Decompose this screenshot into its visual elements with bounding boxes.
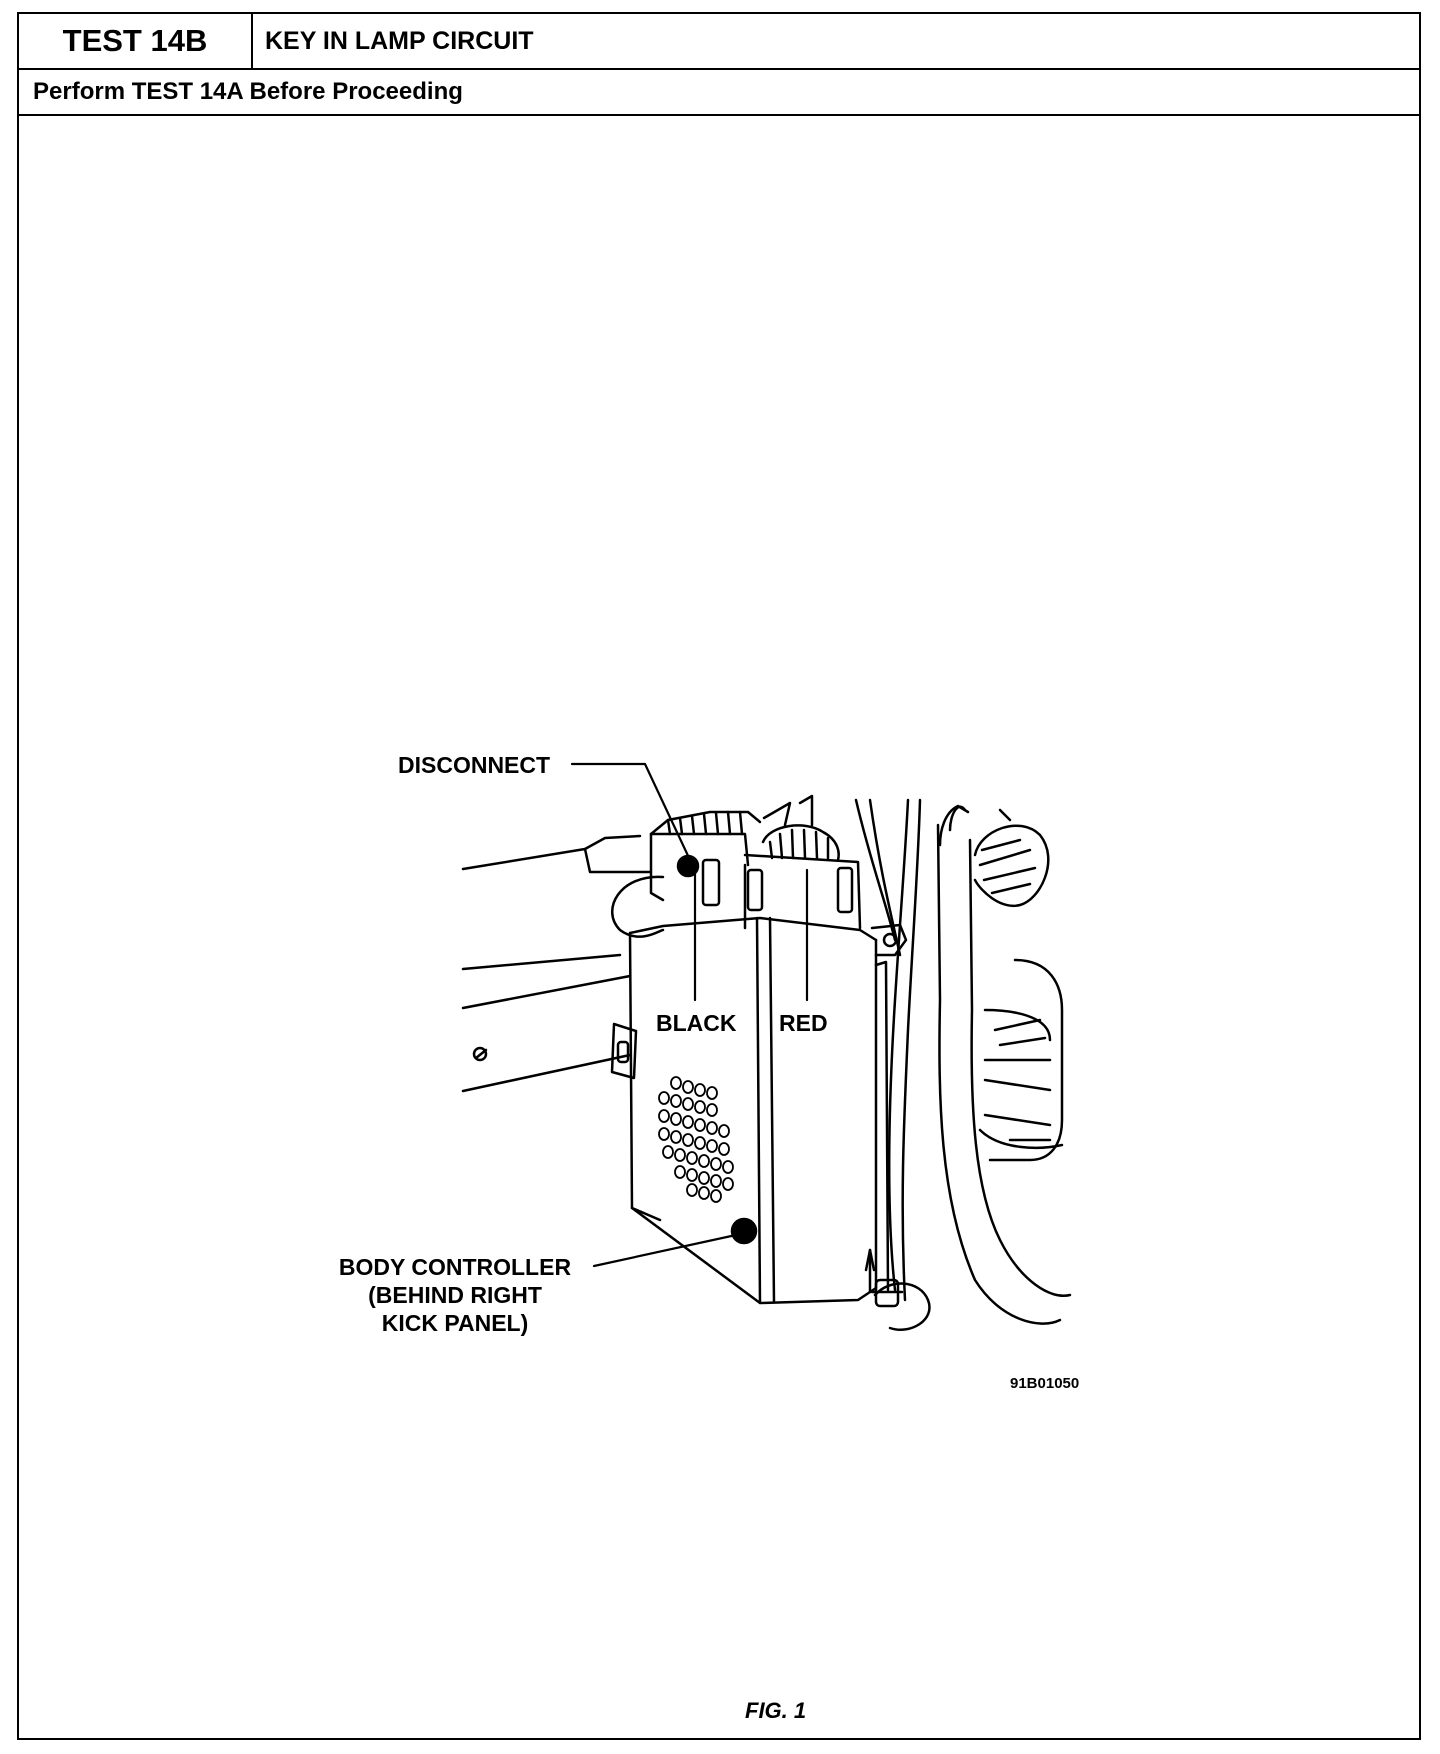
black-connector [649, 810, 762, 907]
disconnect-label: DISCONNECT [398, 752, 551, 778]
vent-holes [658, 1076, 734, 1203]
page-frame: TEST 14B KEY IN LAMP CIRCUIT Perform TES… [17, 12, 1421, 1740]
red-connector [743, 824, 862, 930]
test-title: KEY IN LAMP CIRCUIT [265, 26, 534, 55]
figure-code: 91B01050 [1010, 1375, 1080, 1392]
fastener-icon [472, 1046, 488, 1062]
test-id: TEST 14B [19, 14, 253, 68]
body-controller-label-line3: KICK PANEL) [381, 1310, 529, 1336]
red-connector-label: RED [779, 1010, 828, 1036]
mount-bracket [762, 794, 814, 827]
prerequisite-note: Perform TEST 14A Before Proceeding [19, 70, 1419, 116]
dash-panel [461, 834, 665, 1093]
body-controller-label-line1: BODY CONTROLLER [338, 1254, 572, 1280]
kick-panel [978, 958, 1064, 1162]
header-row: TEST 14B KEY IN LAMP CIRCUIT [19, 14, 1419, 70]
body-controller-module [628, 916, 931, 1331]
body-controller-label-line2: (BEHIND RIGHT [368, 1282, 542, 1308]
body-controller-label: BODY CONTROLLER (BEHIND RIGHT KICK PANEL… [320, 1253, 590, 1337]
body-controller-marker [730, 1217, 758, 1245]
leader-lines [570, 762, 809, 1268]
black-connector-label: BLACK [656, 1010, 737, 1036]
figure-caption: FIG. 1 [745, 1698, 807, 1723]
wiring-harness [854, 798, 1072, 1325]
